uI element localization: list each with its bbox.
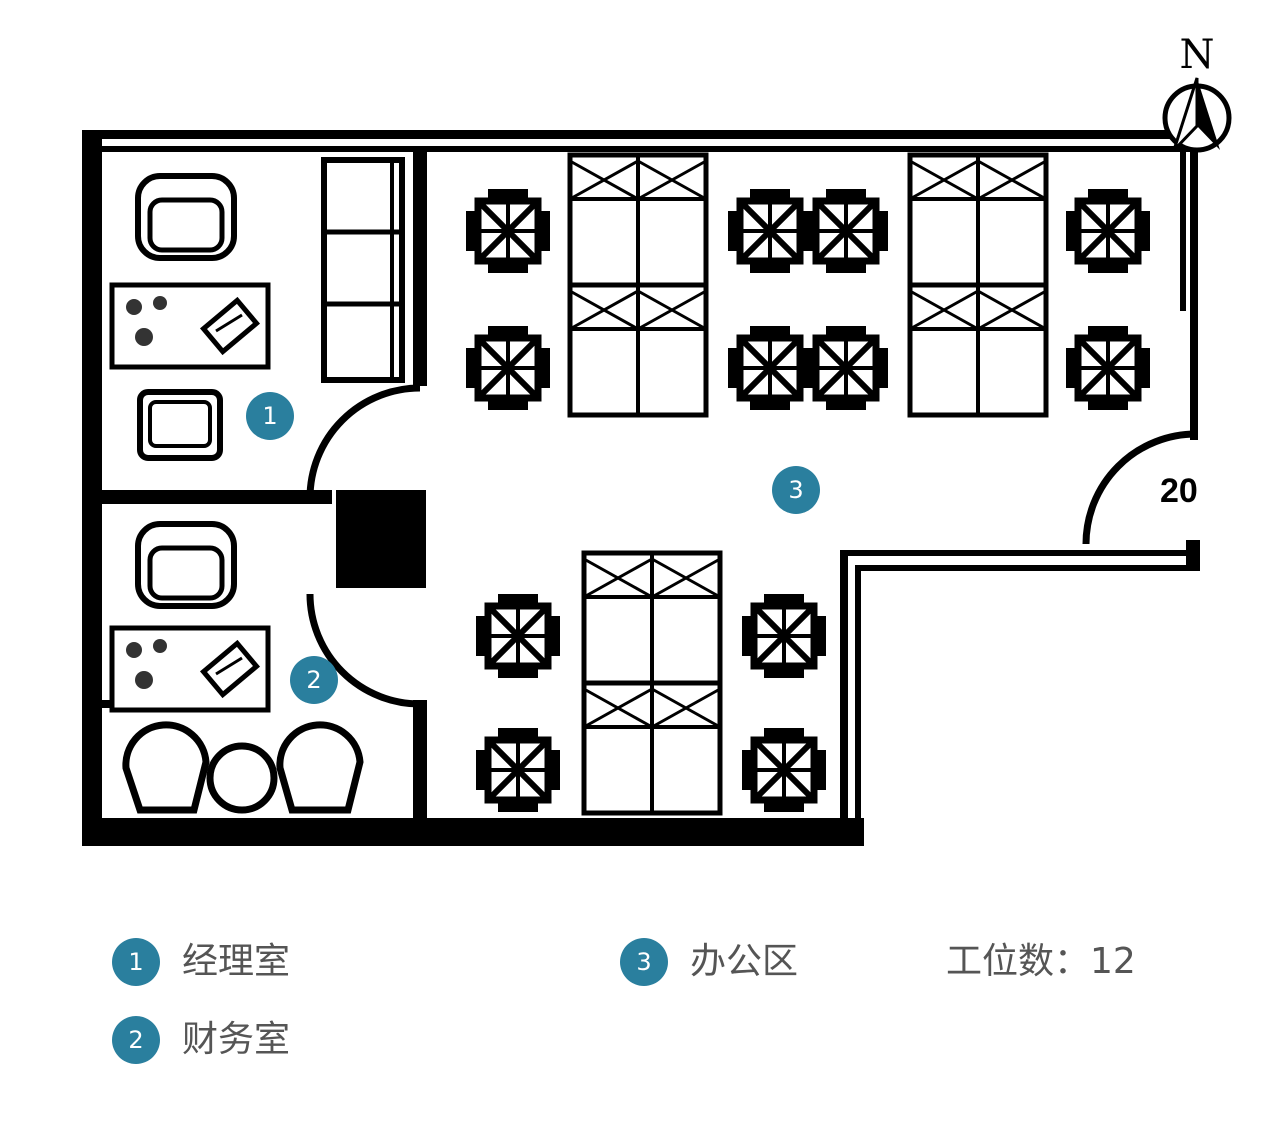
- north-arrow-icon: N: [1162, 32, 1232, 153]
- manager-office-furniture: [112, 157, 405, 461]
- compass-label: N: [1180, 32, 1215, 78]
- room-number-text: 20: [1160, 472, 1198, 510]
- room-marker-1: 1: [246, 392, 294, 440]
- legend-badge-2: 2: [112, 1016, 160, 1064]
- finance-office-furniture: [112, 524, 364, 814]
- door-arcs: [306, 384, 1197, 708]
- legend-badge-3: 3: [620, 938, 668, 986]
- room-marker-3: 3: [772, 466, 820, 514]
- workstation-count: 工位数：12: [946, 941, 1136, 982]
- room-marker-2: 2: [290, 656, 338, 704]
- legend-label-finance-office: 财务室: [182, 1019, 291, 1060]
- legend-label-manager-office: 经理室: [182, 941, 291, 982]
- legend-badge-1: 1: [112, 938, 160, 986]
- floor-plan: 20 N: [82, 32, 1232, 846]
- legend-label-open-office: 办公区: [690, 941, 799, 982]
